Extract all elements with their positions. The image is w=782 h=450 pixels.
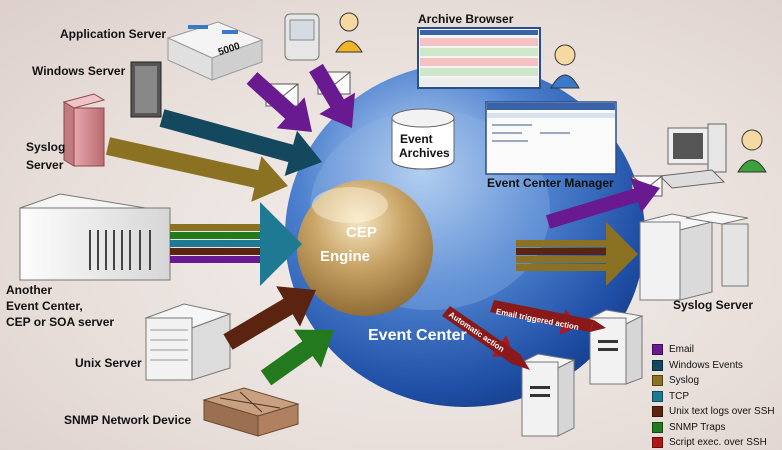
- legend-item: SNMP Traps: [652, 420, 775, 436]
- arrow-bundle-in-head: [260, 202, 302, 286]
- windows-server-device: [130, 61, 162, 118]
- legend-swatch: [652, 359, 663, 371]
- cep-engine-core: [297, 180, 433, 316]
- legend-item: Unix text logs over SSH: [652, 404, 775, 420]
- archive-browser-screenshot: [417, 27, 541, 89]
- label-cep: CEP: [346, 224, 377, 241]
- event-archives-database: [391, 108, 455, 170]
- label-syslog-left-2: Server: [26, 158, 64, 172]
- arrow-email-pda: [309, 63, 355, 128]
- label-event-center: Event Center: [368, 327, 467, 344]
- legend-item: Windows Events: [652, 358, 775, 374]
- email-action-banner: [490, 300, 606, 332]
- label-application-server: Application Server: [60, 27, 167, 41]
- legend-item: Syslog: [652, 373, 775, 389]
- legend-swatch: [652, 344, 663, 356]
- arrow-unix-logs: [223, 286, 316, 350]
- legend-item: Script exec. over SSH: [652, 435, 775, 450]
- legend-label: Unix text logs over SSH: [669, 406, 775, 418]
- legend-label: Script exec. over SSH: [669, 437, 767, 449]
- legend-label: Email: [669, 344, 695, 356]
- label-another-3: CEP or SOA server: [6, 315, 115, 329]
- bundle-out-stripe: [516, 256, 608, 263]
- email-action-server: [588, 309, 644, 385]
- legend-swatch: [652, 390, 663, 402]
- user-icon-archive: [550, 44, 580, 89]
- user-icon-right: [737, 129, 767, 173]
- legend-label: Syslog: [669, 375, 700, 387]
- syslog-server-right-device: [639, 211, 749, 301]
- pda-device: [284, 13, 320, 61]
- legend-swatch: [652, 406, 663, 418]
- bundle-out-stripe: [516, 264, 608, 271]
- application-server-device: [166, 21, 264, 81]
- legend-swatch: [652, 437, 663, 449]
- bundle-in-stripe: [170, 256, 262, 263]
- label-another-2: Event Center,: [6, 299, 83, 313]
- arrow-syslog-left: [106, 137, 288, 202]
- legend-label: Windows Events: [669, 359, 743, 371]
- desktop-computer-device: [658, 123, 727, 189]
- arrow-email-app-server: [246, 72, 312, 132]
- arrow-snmp-traps: [260, 329, 334, 386]
- bundle-out-stripe: [516, 240, 608, 247]
- legend-swatch: [652, 375, 663, 387]
- bundle-out-stripe: [516, 248, 608, 255]
- label-event-archives-1: Event: [400, 132, 433, 146]
- label-engine: Engine: [320, 248, 371, 265]
- arrow-bundle-out-head: [606, 222, 638, 286]
- legend-item: Email: [652, 342, 775, 358]
- bundle-in-stripe: [170, 224, 262, 231]
- unix-server-device: [144, 303, 232, 381]
- automatic-action-server: [520, 353, 576, 437]
- label-unix-server: Unix Server: [75, 356, 142, 370]
- label-syslog-left-1: Syslog: [26, 140, 66, 154]
- arrow-windows-events: [159, 109, 322, 176]
- automatic-action-banner: [442, 306, 530, 370]
- legend-item: TCP: [652, 389, 775, 405]
- legend-swatch: [652, 421, 663, 433]
- bundle-in-stripe: [170, 248, 262, 255]
- another-event-center-rack: [19, 193, 171, 281]
- syslog-server-left-device: [62, 93, 106, 167]
- label-event-center-manager: Event Center Manager: [487, 176, 614, 190]
- label-windows-server: Windows Server: [32, 64, 126, 78]
- bundle-in-stripe: [170, 232, 262, 239]
- arrow-email-right-out: [546, 177, 660, 229]
- core-highlight: [312, 187, 388, 223]
- snmp-network-device: [202, 387, 300, 437]
- label-another-1: Another: [6, 283, 52, 297]
- legend-label: TCP: [669, 390, 689, 402]
- event-center-manager-screenshot: [485, 101, 617, 175]
- user-icon-top: [335, 12, 363, 53]
- label-event-archives-2: Archives: [399, 146, 450, 160]
- bundle-in-stripe: [170, 240, 262, 247]
- legend-label: SNMP Traps: [669, 421, 726, 433]
- label-snmp-device: SNMP Network Device: [64, 413, 192, 427]
- label-syslog-server-right: Syslog Server: [673, 298, 754, 312]
- label-archive-browser: Archive Browser: [418, 12, 514, 26]
